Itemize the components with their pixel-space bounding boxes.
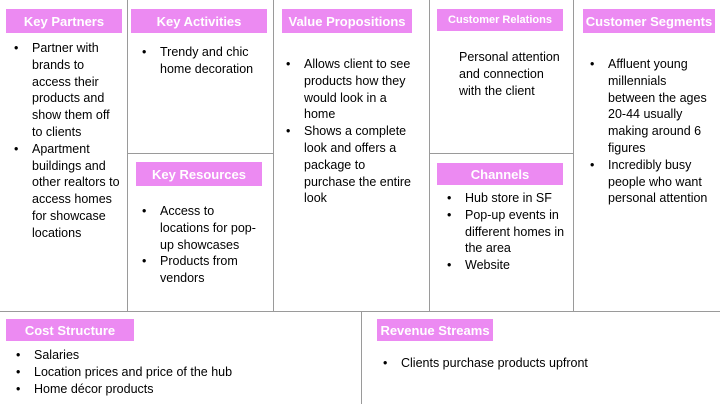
customer-segments-item: Affluent young millennials between the a… (586, 56, 712, 157)
customer-relations-header: Customer Relations (437, 9, 563, 31)
key-activities-list: Trendy and chic home decoration (138, 44, 266, 78)
customer-segments-header: Customer Segments (583, 9, 715, 33)
value-propositions-item: Allows client to see products how they w… (282, 56, 414, 123)
channels-item: Hub store in SF (443, 190, 569, 207)
cost-structure-item: Location prices and price of the hub (12, 364, 352, 381)
channels-list: Hub store in SF Pop-up events in differe… (443, 190, 569, 274)
key-partners-list: Partner with brands to access their prod… (10, 40, 120, 242)
cost-structure-list: Salaries Location prices and price of th… (12, 347, 352, 397)
value-propositions-header: Value Propositions (282, 9, 412, 33)
divider-relations-segments (573, 0, 574, 312)
divider-activities-value (273, 0, 274, 312)
key-partners-header: Key Partners (6, 9, 122, 33)
divider-activities-resources (127, 153, 273, 154)
divider-left-vertical (127, 0, 128, 312)
value-propositions-list: Allows client to see products how they w… (282, 56, 414, 207)
channels-header: Channels (437, 163, 563, 185)
key-resources-item: Access to locations for pop-up showcases (138, 203, 266, 253)
key-activities-item: Trendy and chic home decoration (138, 44, 266, 78)
divider-cost-revenue (361, 311, 362, 404)
cost-structure-item: Salaries (12, 347, 352, 364)
key-resources-list: Access to locations for pop-up showcases… (138, 203, 266, 287)
customer-segments-list: Affluent young millennials between the a… (586, 56, 712, 207)
key-partners-item: Partner with brands to access their prod… (10, 40, 120, 141)
value-propositions-item: Shows a complete look and offers a packa… (282, 123, 414, 207)
divider-value-relations (429, 0, 430, 312)
cost-structure-item: Home décor products (12, 381, 352, 398)
cost-structure-header: Cost Structure (6, 319, 134, 341)
key-resources-item: Products from vendors (138, 253, 266, 287)
key-activities-header: Key Activities (131, 9, 267, 33)
revenue-streams-item: Clients purchase products upfront (379, 355, 709, 372)
channels-item: Website (443, 257, 569, 274)
key-partners-item: Apartment buildings and other realtors t… (10, 141, 120, 242)
divider-horizontal-bottom (0, 311, 720, 312)
revenue-streams-header: Revenue Streams (377, 319, 493, 341)
customer-segments-item: Incredibly busy people who want personal… (586, 157, 712, 207)
key-resources-header: Key Resources (136, 162, 262, 186)
channels-item: Pop-up events in different homes in the … (443, 207, 569, 257)
customer-relations-text: Personal attention and connection with t… (459, 50, 560, 98)
revenue-streams-list: Clients purchase products upfront (379, 355, 709, 372)
divider-relations-channels (429, 153, 574, 154)
